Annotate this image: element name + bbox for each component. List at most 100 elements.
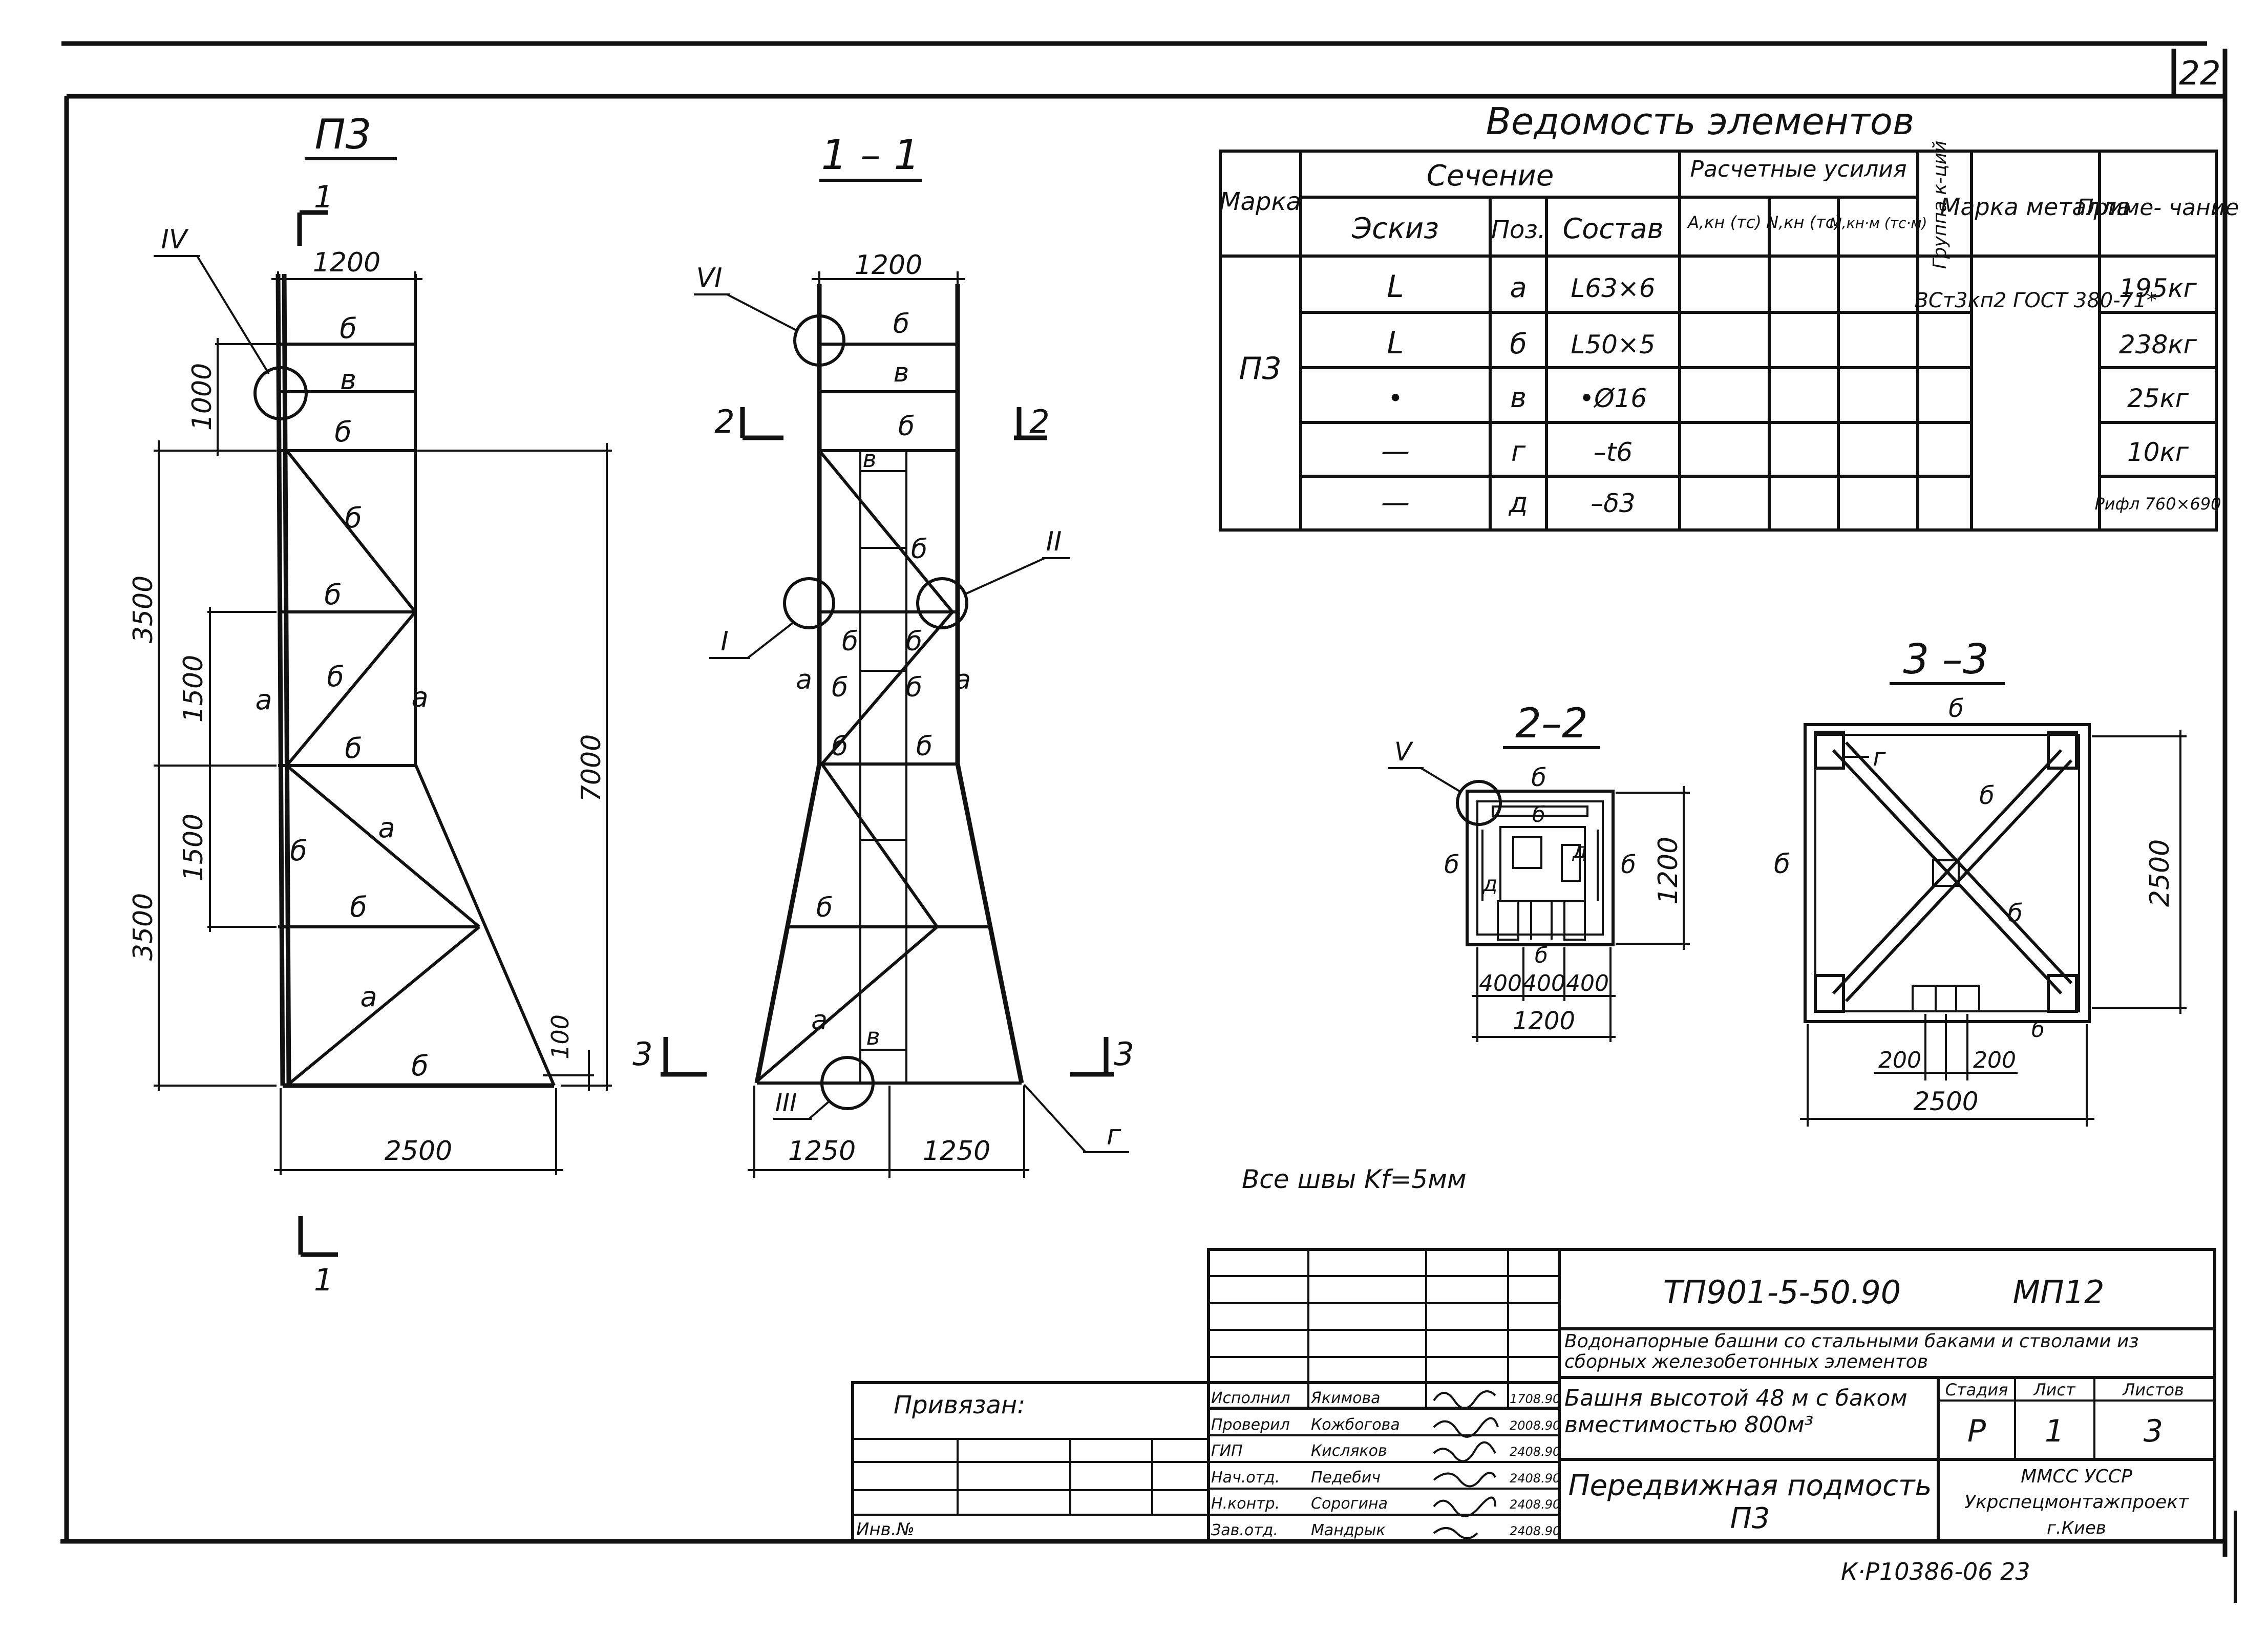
staff-row: Проверил Кожбогова 2008.90 xyxy=(1211,1416,1560,1434)
table-row: — д –δ3 Рифл 760×690 xyxy=(1381,486,2221,519)
s33-pos-b: б xyxy=(1979,781,1995,810)
table-row: • в •Ø16 25кг xyxy=(1388,381,2189,414)
staff-role: Исполнил xyxy=(1211,1389,1290,1407)
tb-object-name: Башня высотой 48 м с баком вместимостью … xyxy=(1564,1385,1907,1438)
s11-node-i-label: I xyxy=(720,626,728,657)
td-note: 25кг xyxy=(2127,384,2189,413)
tb-project-title: Водонапорные башни со стальными баками и… xyxy=(1564,1331,2139,1372)
p3-section-cut-bottom: 1 xyxy=(314,1262,333,1298)
s22-pos-b: б xyxy=(1444,851,1459,879)
signatures xyxy=(1433,1390,1499,1539)
p3-pos-b: б xyxy=(290,835,307,867)
p3-dim-7000: 7000 xyxy=(576,734,607,802)
p3-pos-b: б xyxy=(411,1050,428,1082)
view-section-3-3: 3 –3 б г б б б б 2500 200 xyxy=(1774,635,2187,1127)
s11-pos-b: б xyxy=(832,672,848,703)
td-note: 238кг xyxy=(2119,330,2197,359)
tb-sheet: 1 xyxy=(2045,1413,2064,1449)
p3-dim-100: 100 xyxy=(546,1014,574,1059)
staff-date: 2408.90 xyxy=(1510,1497,1560,1512)
td-composition: L63×6 xyxy=(1571,273,1655,303)
p3-dim-3500-bottom: 3500 xyxy=(128,893,159,961)
td-pos: д xyxy=(1508,486,1528,519)
th-composition: Состав xyxy=(1563,213,1664,245)
p3-pos-a: а xyxy=(255,684,272,716)
td-pos: а xyxy=(1510,271,1527,304)
view-p3-title: П3 xyxy=(314,111,371,158)
s33-pos-b: б xyxy=(1948,694,1964,723)
s33-pos-b: б xyxy=(2007,899,2023,928)
p3-frame-members xyxy=(275,273,556,1088)
tb-stage: Р xyxy=(1967,1413,1986,1449)
staff-name: Кисляков xyxy=(1311,1442,1387,1460)
s11-node-ii-label: II xyxy=(1046,526,1062,557)
staff-date: 1708.90 xyxy=(1510,1392,1560,1406)
td-composition: –t6 xyxy=(1594,437,1633,467)
staff-row: Исполнил Якимова 1708.90 xyxy=(1211,1389,1560,1407)
s22-pos-b: б xyxy=(1535,943,1548,968)
th-mark: Марка xyxy=(1219,187,1301,216)
s11-pos-b: б xyxy=(911,534,927,565)
tb-org-line2: Укрспецмонтажпроект xyxy=(1964,1492,2189,1513)
p3-dim-top-width: 1200 xyxy=(313,247,380,278)
s11-pos-b: б xyxy=(832,731,848,762)
th-forces: Расчетные усилия xyxy=(1690,156,1907,182)
s11-cut-3-left: 3 xyxy=(632,1035,652,1073)
s33-pos-b: б xyxy=(1774,849,1790,880)
td-sketch: L xyxy=(1387,269,1404,305)
tb-sheets-label: Листов xyxy=(2122,1380,2184,1399)
s22-pos-b: б xyxy=(1531,764,1546,792)
th-section: Сечение xyxy=(1427,159,1554,193)
elements-table-title: Ведомость элементов xyxy=(1486,100,1915,143)
staff-role: Проверил xyxy=(1211,1416,1290,1434)
s11-dim-1250-right: 1250 xyxy=(923,1136,990,1167)
staff-date: 2408.90 xyxy=(1510,1524,1560,1538)
td-pos: б xyxy=(1510,328,1527,360)
s11-node-iii-label: III xyxy=(775,1089,797,1117)
s11-pos-b: б xyxy=(842,626,858,657)
tb-sheet-name: Передвижная подмость П3 xyxy=(1568,1469,1932,1535)
th-sketch: Эскиз xyxy=(1351,212,1439,245)
p3-dim-1000: 1000 xyxy=(187,363,218,431)
staff-role: Нач.отд. xyxy=(1211,1469,1280,1487)
view-1-1-title: 1 – 1 xyxy=(821,131,920,179)
table-row: L а L63×6 195кг xyxy=(1387,269,2197,305)
tb-inv: Инв.№ xyxy=(856,1519,915,1540)
s11-dim-1250-left: 1250 xyxy=(788,1136,856,1167)
view-section-1-1: 1 – 1 xyxy=(632,131,1134,1178)
tb-org-line3: г.Киев xyxy=(2047,1518,2106,1538)
s11-pos-a: а xyxy=(796,665,812,695)
td-composition: L50×5 xyxy=(1571,330,1655,359)
s33-dim-200-b: 200 xyxy=(1973,1047,2016,1073)
td-composition: –δ3 xyxy=(1591,489,1635,518)
td-composition: •Ø16 xyxy=(1579,384,1647,413)
p3-dim-1500-top: 1500 xyxy=(178,655,209,723)
td-note: Рифл 760×690 xyxy=(2094,494,2221,514)
elements-table: Ведомость элементов Марка Сечение Эскиз … xyxy=(1219,100,2239,532)
tb-doc-code: ТП901-5-50.90 xyxy=(1663,1274,1901,1311)
staff-name: Педебич xyxy=(1311,1469,1381,1487)
s11-pos-b: б xyxy=(898,411,915,442)
td-sketch: L xyxy=(1387,325,1404,361)
staff-name: Кожбогова xyxy=(1311,1416,1400,1434)
table-row: L б L50×5 238кг xyxy=(1387,325,2197,361)
s22-dim-400-c: 400 xyxy=(1566,970,1609,996)
staff-name: Якимова xyxy=(1310,1389,1381,1407)
th-metal: Марка металла xyxy=(1940,193,2131,221)
s22-dim-400-a: 400 xyxy=(1479,970,1522,996)
s22-pos-b: б xyxy=(1532,802,1545,827)
s11-pos-b: б xyxy=(816,893,833,923)
p3-pos-b: б xyxy=(324,579,341,611)
s33-pos-b: б xyxy=(2031,1017,2045,1042)
tb-org-line1: ММСС УССР xyxy=(2021,1466,2132,1487)
td-sketch: • xyxy=(1388,384,1403,413)
td-metal-value: ВСт3кп2 ГОСТ 380-71* xyxy=(1914,289,2156,312)
s11-pos-v: в xyxy=(894,357,909,388)
staff-name: Мандрык xyxy=(1311,1521,1385,1539)
s11-pos-b: б xyxy=(916,731,932,762)
p3-pos-b: б xyxy=(327,661,344,693)
p3-dim-bottom-width: 2500 xyxy=(385,1136,452,1167)
s11-dim-top-width: 1200 xyxy=(855,250,922,281)
s11-cut-3-right: 3 xyxy=(1114,1035,1134,1073)
